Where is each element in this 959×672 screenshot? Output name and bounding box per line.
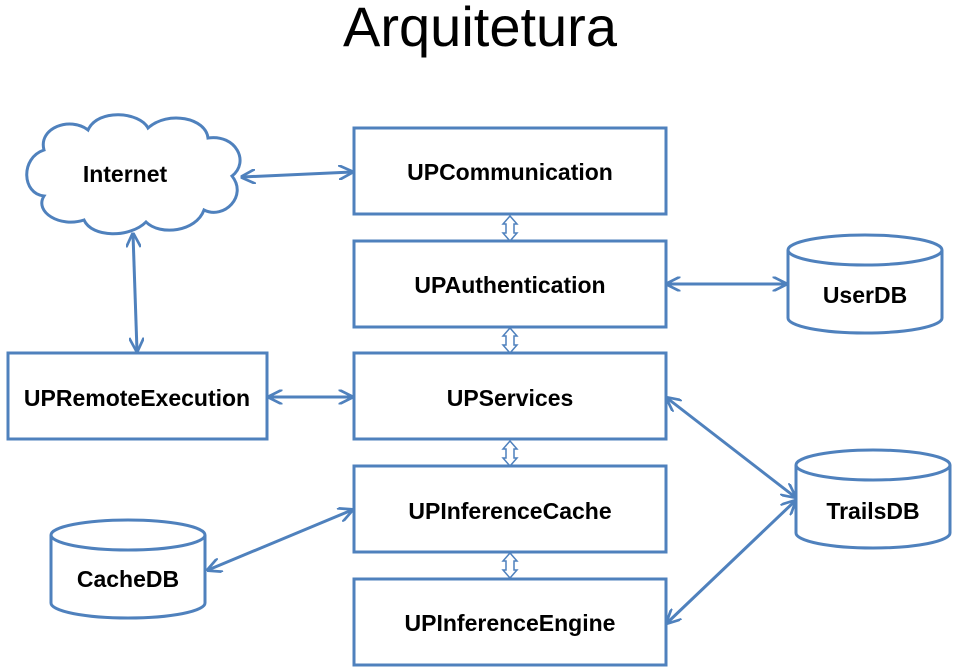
node-label-internet: Internet xyxy=(83,161,168,187)
node-trailsdb: TrailsDB xyxy=(794,448,952,550)
diagram-title: Arquitetura xyxy=(343,0,618,58)
edge-upservices-trailsdb xyxy=(667,398,795,497)
edge-upinferenceengine-trailsdb xyxy=(667,501,795,623)
edge-internet-upcommunication xyxy=(242,172,352,177)
node-label-trailsdb: TrailsDB xyxy=(826,498,919,524)
edge-upservices-upinferencecache xyxy=(501,439,519,468)
box xyxy=(352,126,668,216)
box xyxy=(352,351,668,441)
database-top-rim xyxy=(49,534,207,552)
database-top-rim xyxy=(786,249,944,267)
node-label-upcommunication: UPCommunication xyxy=(407,159,613,185)
node-cachedb: CacheDB xyxy=(49,518,207,620)
cloud-icon xyxy=(25,113,242,236)
node-upremoteexecution: UPRemoteExecution xyxy=(6,351,269,441)
box xyxy=(352,464,668,554)
node-upauthentication: UPAuthentication xyxy=(352,239,668,329)
node-label-userdb: UserDB xyxy=(823,282,907,308)
edge-upcommunication-upauthentication xyxy=(501,214,519,243)
node-label-upremoteexecution: UPRemoteExecution xyxy=(24,385,250,411)
node-label-upinferenceengine: UPInferenceEngine xyxy=(405,610,616,636)
database-top-rim xyxy=(794,464,952,482)
node-upinferenceengine: UPInferenceEngine xyxy=(352,577,668,667)
edge-upinferencecache-cachedb xyxy=(208,510,352,570)
node-upcommunication: UPCommunication xyxy=(352,126,668,216)
node-internet: Internet xyxy=(25,113,242,236)
node-userdb: UserDB xyxy=(786,233,944,335)
connectors xyxy=(133,172,795,623)
node-label-upservices: UPServices xyxy=(447,385,574,411)
node-label-cachedb: CacheDB xyxy=(77,566,179,592)
node-label-upauthentication: UPAuthentication xyxy=(414,272,605,298)
node-label-upinferencecache: UPInferenceCache xyxy=(408,498,611,524)
edge-upinferencecache-upinferenceengine xyxy=(501,551,519,580)
box xyxy=(6,351,269,441)
node-upservices: UPServices xyxy=(352,351,668,441)
box xyxy=(352,577,668,667)
edge-internet-upremoteexecution xyxy=(133,234,137,351)
box xyxy=(352,239,668,329)
node-upinferencecache: UPInferenceCache xyxy=(352,464,668,554)
edge-upauthentication-upservices xyxy=(501,326,519,355)
